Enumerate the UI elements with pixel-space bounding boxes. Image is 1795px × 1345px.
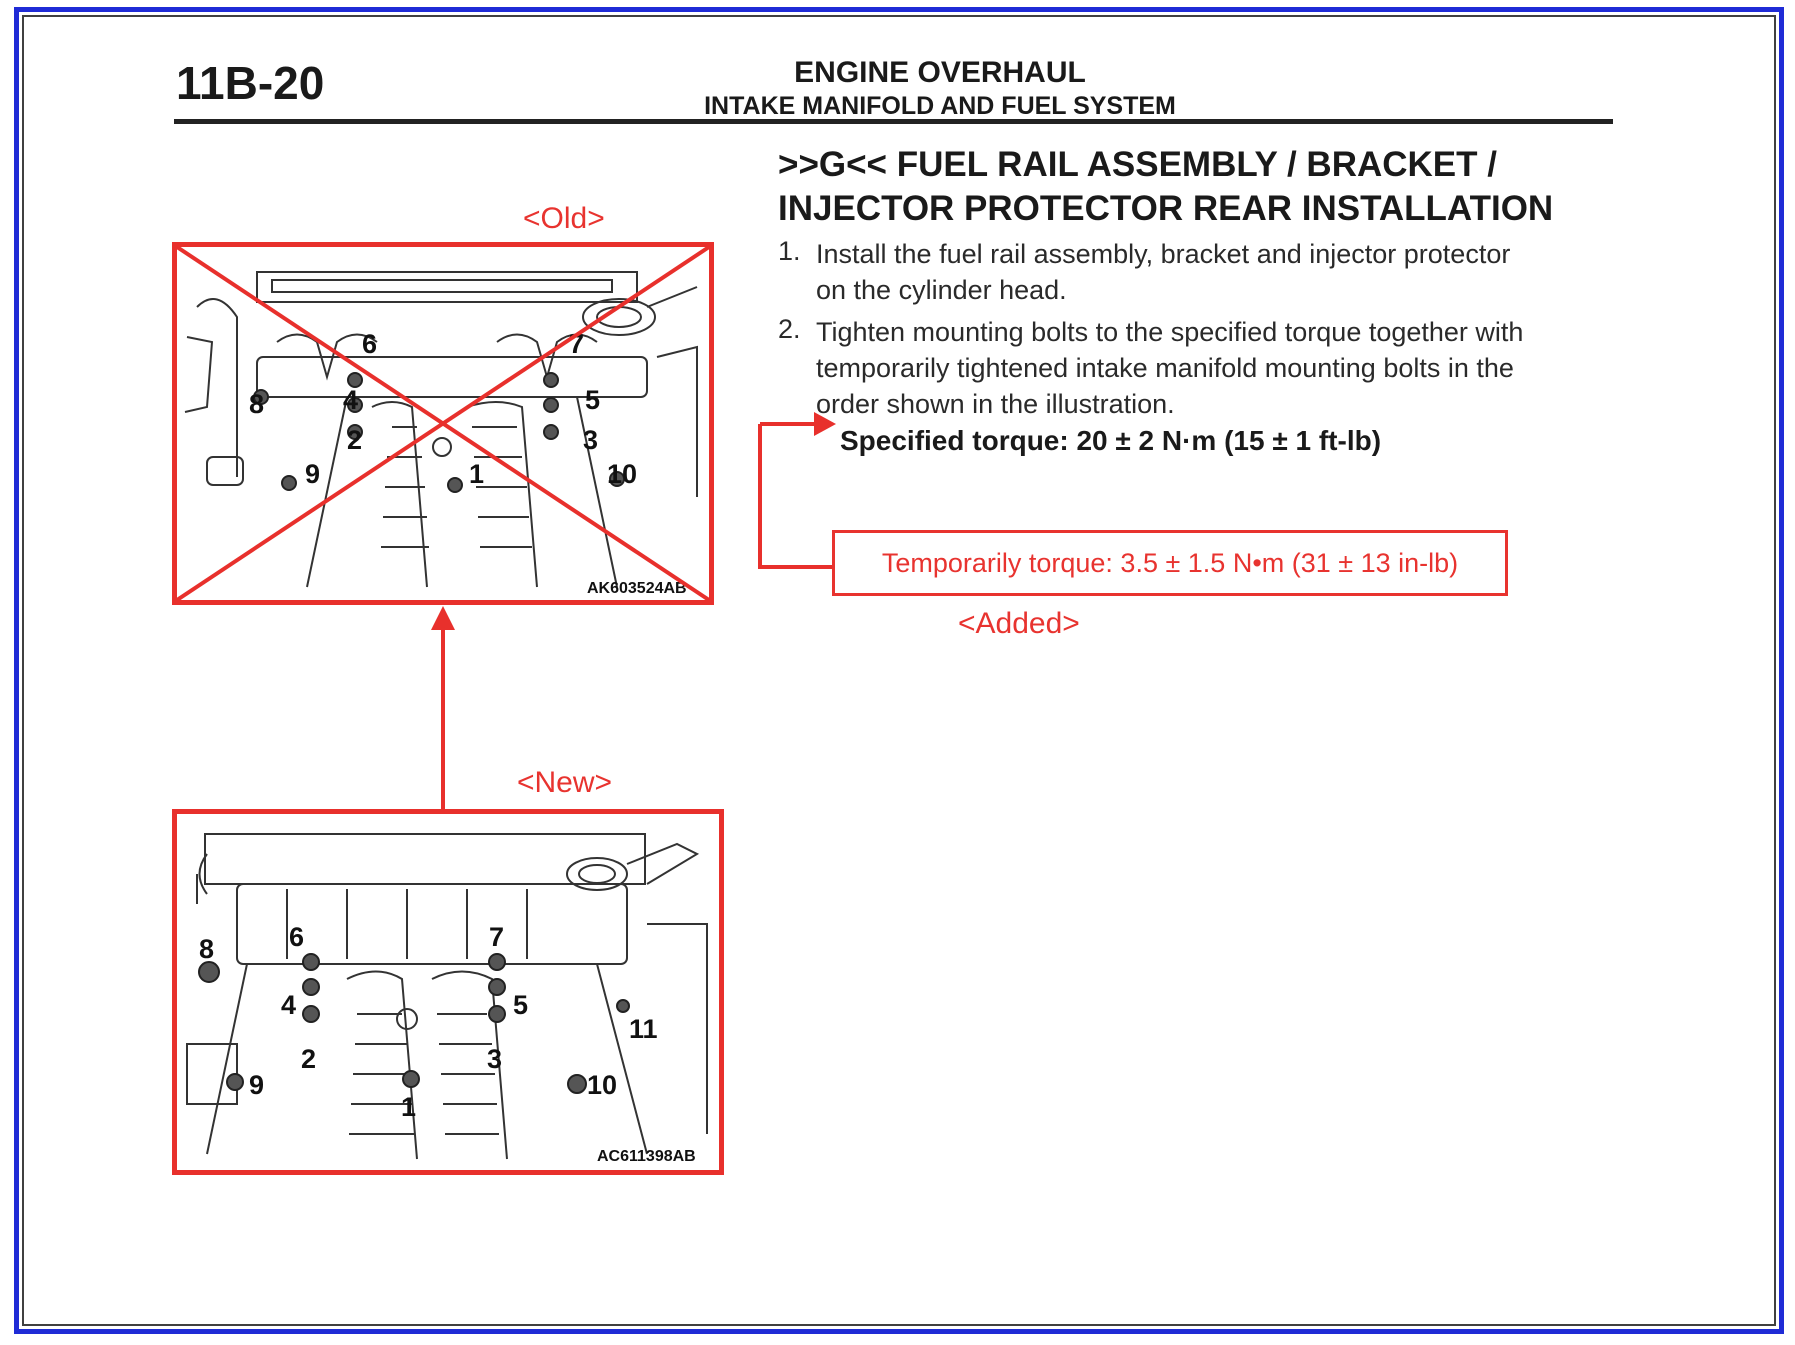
figure-code: AC611398AB — [597, 1148, 696, 1165]
step-text-line: Tighten mounting bolts to the specified … — [816, 317, 1524, 347]
old-engine-drawing — [184, 271, 698, 588]
figure-code: AK603524AB — [587, 580, 687, 597]
bolt-number: 1 — [469, 459, 485, 489]
bolt-number: 1 — [401, 1092, 417, 1122]
old-illustration: 6 7 8 4 5 2 3 9 1 10 AK603524AB — [172, 242, 714, 605]
page-inner-border — [22, 15, 1776, 1326]
step-text-line: temporarily tightened intake manifold mo… — [816, 353, 1514, 383]
step-number: 1. — [778, 236, 801, 266]
bolt-number: 7 — [489, 922, 505, 952]
bolt-number: 6 — [362, 329, 378, 359]
step-1: 1. Install the fuel rail assembly, brack… — [778, 236, 1608, 308]
old-label: <Old> — [523, 202, 605, 235]
added-connector-line — [758, 424, 832, 569]
bolt-number: 9 — [305, 459, 321, 489]
cross-out-mark — [177, 247, 709, 600]
step-number: 2. — [778, 314, 801, 344]
bolt-number: 4 — [281, 990, 297, 1020]
bolt-number: 11 — [629, 1014, 658, 1044]
added-arrowhead — [814, 412, 836, 436]
page-number: 11B-20 — [176, 57, 325, 109]
procedure-title-line1: >>G<< FUEL RAIL ASSEMBLY / BRACKET / — [778, 145, 1497, 184]
temporary-torque-box: Temporarily torque: 3.5 ± 1.5 N•m (31 ± … — [832, 530, 1508, 596]
bolt-number: 6 — [289, 922, 305, 952]
step-text-line: order shown in the illustration. — [816, 389, 1175, 419]
bolt-number: 10 — [587, 1070, 618, 1100]
subsection-title: INTAKE MANIFOLD AND FUEL SYSTEM — [704, 92, 1176, 120]
bolt-number: 5 — [585, 385, 601, 415]
bolt-number: 8 — [199, 934, 215, 964]
bolt-number: 2 — [347, 425, 363, 455]
new-label: <New> — [517, 766, 613, 799]
page-border — [14, 7, 1784, 1334]
step-text-line: on the cylinder head. — [816, 275, 1067, 305]
bolt-number: 3 — [487, 1044, 503, 1074]
added-label: <Added> — [958, 607, 1080, 640]
bolt-number: 8 — [249, 389, 265, 419]
bolt-number: 3 — [583, 425, 599, 455]
new-engine-drawing — [186, 833, 708, 1160]
bolt-number: 2 — [301, 1044, 317, 1074]
specified-torque: Specified torque: 20 ± 2 N·m (15 ± 1 ft-… — [840, 425, 1382, 456]
new-to-old-arrowhead — [431, 606, 455, 630]
header-rule — [174, 119, 1613, 124]
procedure-title-line2: INJECTOR PROTECTOR REAR INSTALLATION — [778, 189, 1554, 228]
step-2: 2. Tighten mounting bolts to the specifi… — [778, 314, 1608, 422]
bolt-number: 5 — [513, 990, 529, 1020]
bolt-number: 9 — [249, 1070, 265, 1100]
section-title: ENGINE OVERHAUL — [794, 56, 1086, 89]
bolt-number: 10 — [607, 459, 638, 489]
new-illustration: 8 6 7 4 5 11 2 3 9 10 1 AC611398AB — [172, 809, 724, 1175]
bolt-number: 4 — [343, 385, 359, 415]
step-text-line: Install the fuel rail assembly, bracket … — [816, 239, 1511, 269]
